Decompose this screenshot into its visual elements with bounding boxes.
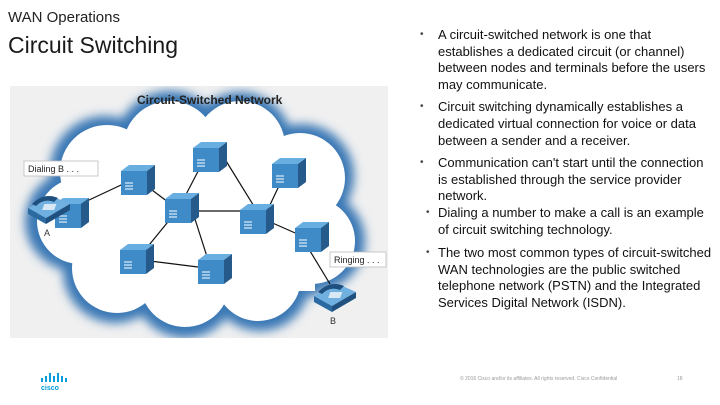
content-bullets: A circuit-switched network is one that e… — [412, 27, 712, 312]
diagram-title: Circuit-Switched Network — [137, 93, 283, 107]
phone-b-label: B — [330, 316, 336, 326]
primary-bullet-list: A circuit-switched network is one that e… — [412, 27, 712, 205]
bullet-item: Communication can't start until the conn… — [412, 155, 712, 205]
slide-title: Circuit Switching — [8, 32, 178, 58]
network-switch — [271, 157, 307, 189]
network-switch — [294, 221, 330, 253]
bullet-item: Dialing a number to make a call is an ex… — [412, 205, 712, 238]
secondary-bullet-list: Dialing a number to make a call is an ex… — [412, 205, 712, 312]
footer-copyright: © 2016 Cisco and/or its affiliates. All … — [460, 376, 618, 382]
callout-box-a: Dialing B . . . — [23, 160, 99, 177]
network-switch — [120, 164, 156, 196]
bullet-item: The two most common types of circuit-swi… — [412, 245, 712, 311]
network-switch — [239, 203, 275, 235]
phone-a-label: A — [44, 228, 50, 238]
network-switch — [197, 253, 233, 285]
section-label: WAN Operations — [8, 9, 120, 26]
cisco-logo-icon: cisco — [40, 373, 70, 396]
network-switch — [164, 192, 200, 224]
callout-box-b: Ringing . . . — [329, 251, 387, 268]
network-illustration: Circuit-Switched Network Dialing — [23, 91, 387, 338]
callout-dialing: Dialing B . . . — [28, 164, 79, 174]
cisco-logo-text: cisco — [41, 385, 59, 391]
callout-ringing: Ringing . . . — [334, 255, 380, 265]
bullet-item: Circuit switching dynamically establishe… — [412, 99, 712, 149]
bullet-item: A circuit-switched network is one that e… — [412, 27, 712, 93]
network-switch — [119, 243, 155, 275]
circuit-switched-network-diagram: Circuit-Switched Network Dialing — [10, 86, 388, 338]
page-number: 18 — [677, 376, 683, 382]
network-switch — [192, 141, 228, 173]
